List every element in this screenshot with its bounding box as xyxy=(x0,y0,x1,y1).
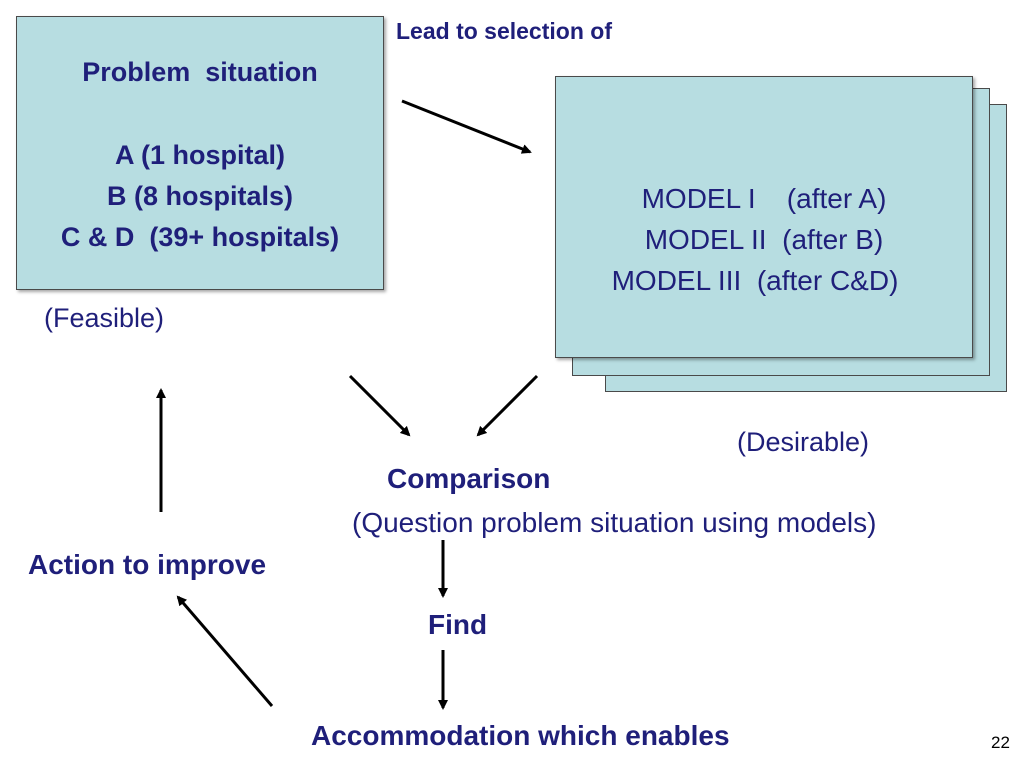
model-line-1: MODEL I (after A) xyxy=(641,183,887,214)
problem-line-b: B (8 hospitals) xyxy=(106,181,294,211)
lead-to-label: Lead to selection of xyxy=(396,18,612,44)
comparison-label: Comparison xyxy=(387,463,551,494)
model-line-3: MODEL III (after C&D) xyxy=(611,265,899,296)
problem-line-cd: C & D (39+ hospitals) xyxy=(60,222,340,252)
arrow-models-to-comparison xyxy=(476,374,539,437)
model-box-front: MODEL I (after A) MODEL II (after B) MOD… xyxy=(555,76,973,358)
page-number: 22 xyxy=(991,733,1010,752)
arrow-accommodation-to-action xyxy=(176,595,274,707)
desirable-label: (Desirable) xyxy=(737,427,870,457)
question-label: (Question problem situation using models… xyxy=(352,507,877,538)
model-line-2: MODEL II (after B) xyxy=(644,224,884,255)
problem-line-a: A (1 hospital) xyxy=(114,140,285,170)
arrow-problem-to-comparison xyxy=(348,374,411,437)
problem-situation-title: Problem situation xyxy=(82,57,318,87)
problem-situation-box: Problem situation A (1 hospital) B (8 ho… xyxy=(16,16,384,290)
find-label: Find xyxy=(428,609,488,640)
accommodation-label: Accommodation which enables xyxy=(311,720,730,751)
action-label: Action to improve xyxy=(28,549,267,580)
feasible-label: (Feasible) xyxy=(44,303,165,333)
arrow-to-models xyxy=(401,99,532,154)
